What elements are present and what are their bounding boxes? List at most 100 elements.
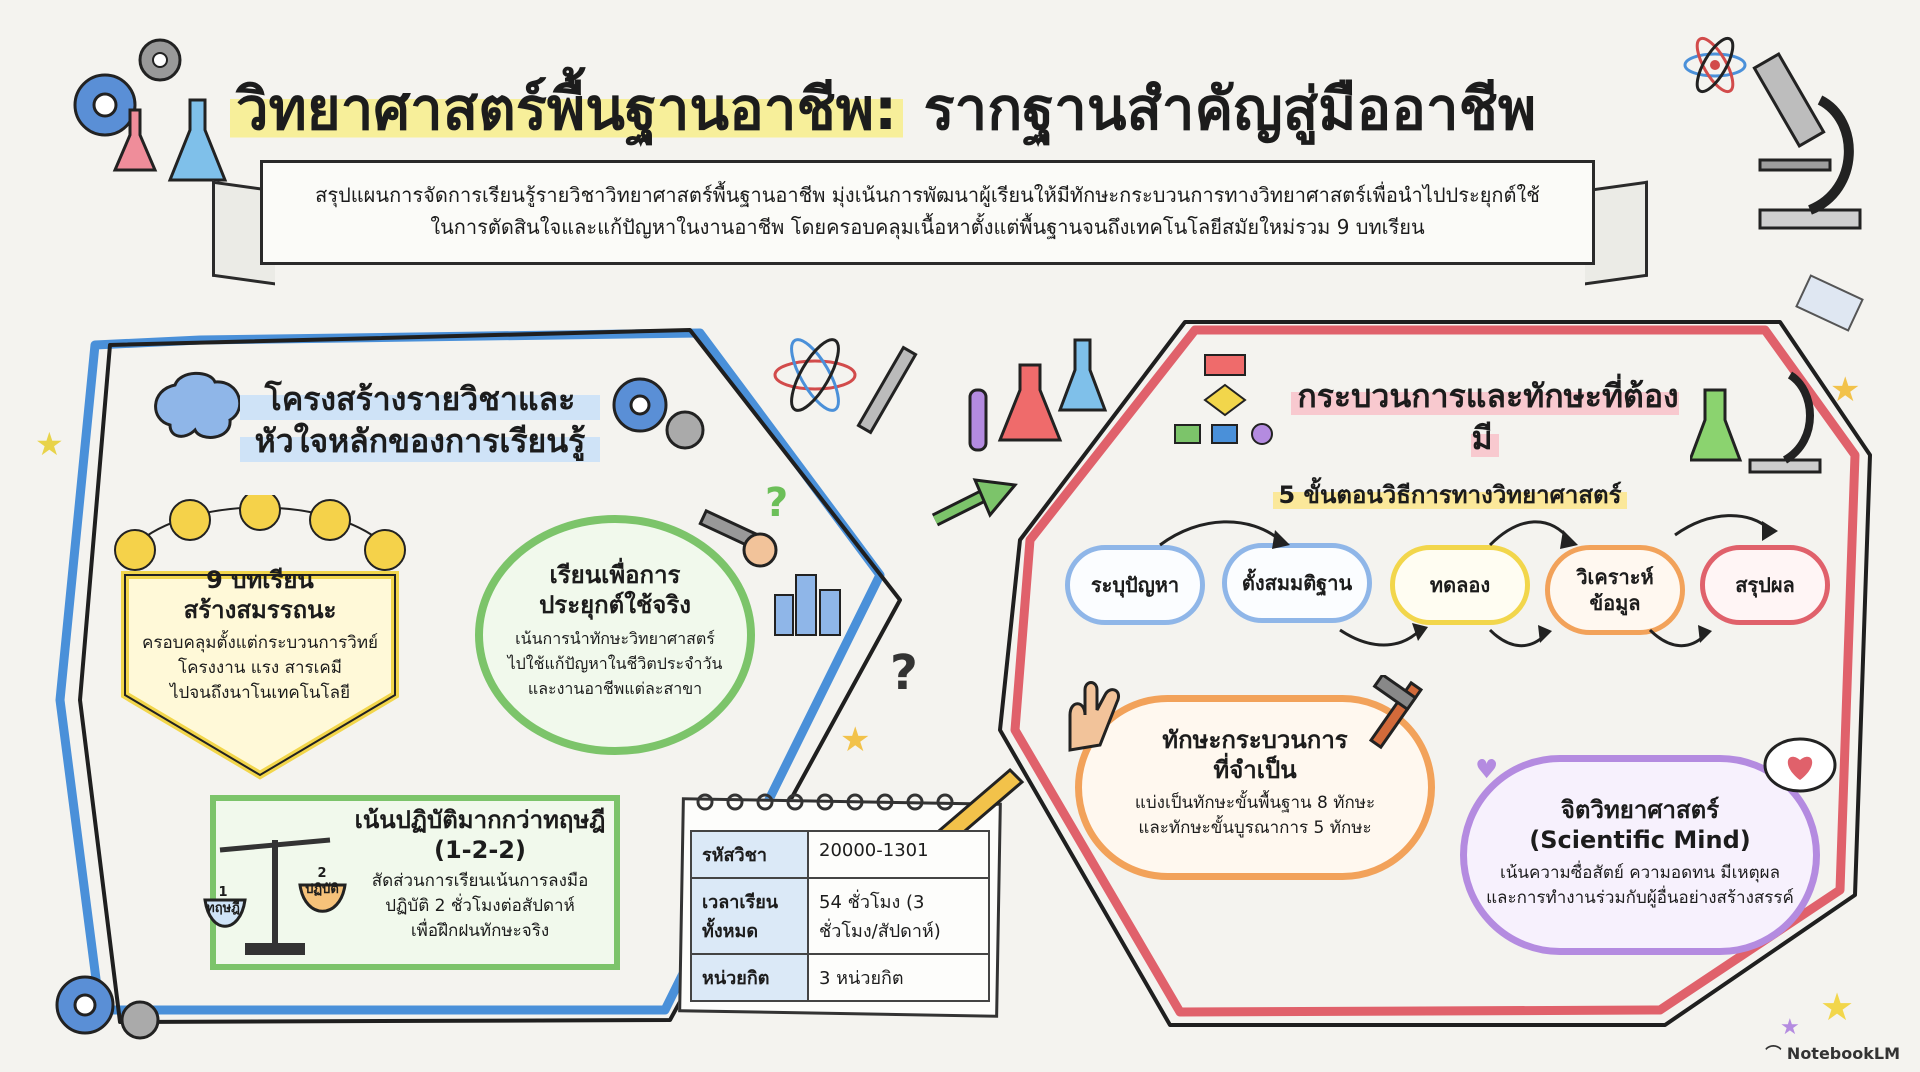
scale-left-label: 1 ทฤษฎี — [203, 885, 243, 917]
star-icon: ★ — [35, 425, 64, 463]
mind-body-2: และการทำงานร่วมกับผู้อื่นอย่างสร้างสรรค์ — [1486, 888, 1794, 908]
apply-body-1: เน้นการนำทักษะวิทยาศาสตร์ — [515, 629, 715, 648]
microscope-icon — [1752, 51, 1862, 230]
star-icon: ★ — [1780, 1015, 1800, 1040]
scale-left-text: ทฤษฎี — [206, 901, 240, 916]
flasks-icon — [112, 98, 228, 182]
skills-body-1: แบ่งเป็นทักษะขั้นพื้นฐาน 8 ทักษะ — [1134, 793, 1376, 813]
mind-card: จิตวิทยาศาสตร์ (Scientific Mind) เน้นควา… — [1475, 795, 1805, 911]
subtitle-line-2: ในการตัดสินใจและแก้ปัญหาในงานอาชีพ โดยคร… — [430, 215, 1425, 239]
practice-body-1: สัดส่วนการเรียนเน้นการลงมือ — [371, 871, 589, 891]
atom-tools-icon — [773, 338, 918, 435]
wrench-hand-icon — [698, 508, 778, 568]
subtitle-banner: สรุปแผนการจัดการเรียนรู้รายวิชาวิทยาศาสต… — [260, 160, 1595, 265]
practice-title-2: (1-2-2) — [434, 836, 526, 864]
right-heading: กระบวนการและทักษะที่ต้องมี — [1285, 375, 1685, 459]
lab-flasks-icon — [968, 338, 1108, 452]
skills-card: ทักษะกระบวนการ ที่จำเป็น แบ่งเป็นทักษะขั… — [1095, 725, 1415, 841]
hand-icon — [1068, 681, 1120, 752]
practice-body-3: เพื่อฝึกฝนทักษะจริง — [410, 921, 550, 941]
lessons-body-1: ครอบคลุมตั้งแต่กระบวนการวิทย์ — [141, 633, 379, 653]
course-hours-key: เวลาเรียนทั้งหมด — [690, 877, 809, 955]
table-row: หน่วยกิต 3 หน่วยกิต — [690, 953, 990, 1002]
skills-cloud — [1075, 695, 1435, 880]
practice-title-1: เน้นปฏิบัติมากกว่าทฤษฎี — [354, 806, 606, 834]
course-code-value: 20000-1301 — [807, 830, 990, 879]
brand-icon: ⌒ — [1765, 1044, 1782, 1063]
left-heading: โครงสร้างรายวิชาและ หัวใจหลักของการเรียน… — [240, 378, 600, 462]
course-hours-value: 54 ชั่วโมง (3 ชั่วโมง/สัปดาห์) — [807, 877, 990, 955]
course-info-table: รหัสวิชา 20000-1301 เวลาเรียนทั้งหมด 54 … — [690, 830, 990, 1002]
star-icon: ★ — [1830, 370, 1861, 410]
apply-body-2: ไปใช้แก้ปัญหาในชีวิตประจำวัน — [507, 654, 723, 673]
mind-title-2: (Scientific Mind) — [1529, 826, 1751, 854]
mind-cloud — [1460, 755, 1820, 955]
step-experiment: ทดลอง — [1390, 545, 1530, 625]
title-rest: รากฐานสำคัญสู่มืออาชีพ — [923, 75, 1537, 143]
apply-circle — [475, 515, 755, 755]
step-hypothesis: ตั้งสมมติฐาน — [1222, 543, 1372, 623]
lessons-title-2: สร้างสมรรถนะ — [183, 596, 337, 624]
gear-icon — [612, 377, 705, 450]
atom-icon — [1683, 36, 1747, 94]
topic-icons-row — [114, 495, 406, 571]
steps-heading-text: 5 ขั้นตอนวิธีการทางวิทยาศาสตร์ — [1272, 481, 1628, 509]
apply-card: เรียนเพื่อการ ประยุกต์ใช้จริง เน้นการนำท… — [495, 560, 735, 701]
city-icon — [774, 574, 841, 636]
star-icon: ★ — [1820, 985, 1855, 1029]
practice-box — [210, 795, 620, 970]
brand-label: ⌒ NotebookLM — [1765, 1040, 1900, 1064]
step-conclude: สรุปผล — [1700, 545, 1830, 625]
lessons-title-1: 9 บทเรียน — [206, 566, 314, 594]
course-credits-key: หน่วยกิต — [690, 953, 809, 1002]
microscope-flask-icon — [1690, 371, 1822, 474]
table-row: รหัสวิชา 20000-1301 — [690, 830, 990, 879]
course-code-key: รหัสวิชา — [690, 830, 809, 879]
skills-title-1: ทักษะกระบวนการ — [1162, 726, 1348, 754]
subtitle-line-1: สรุปแผนการจัดการเรียนรู้รายวิชาวิทยาศาสต… — [315, 183, 1540, 207]
heart-icon: ♥ — [1475, 755, 1499, 785]
question-mark-icon: ? — [765, 480, 789, 526]
apply-title-2: ประยุกต์ใช้จริง — [539, 591, 691, 619]
step-arrows — [1159, 514, 1778, 648]
brand-text: NotebookLM — [1786, 1044, 1900, 1063]
heart-speech-icon — [1763, 737, 1837, 793]
page-title: วิทยาศาสตร์พื้นฐานอาชีพ: รากฐานสำคัญสู่ม… — [230, 62, 1690, 150]
skills-title-2: ที่จำเป็น — [1213, 756, 1297, 784]
skills-body-2: และทักษะขั้นบูรณาการ 5 ทักษะ — [1138, 818, 1372, 838]
course-credits-value: 3 หน่วยกิต — [807, 953, 990, 1002]
steps-heading: 5 ขั้นตอนวิธีการทางวิทยาศาสตร์ — [1255, 475, 1645, 514]
brain-icon — [154, 371, 242, 439]
practice-card: เน้นปฏิบัติมากกว่าทฤษฎี (1-2-2) สัดส่วนก… — [350, 805, 610, 944]
right-heading-text: กระบวนการและทักษะที่ต้องมี — [1291, 377, 1679, 457]
star-icon: ★ — [840, 720, 871, 760]
left-heading-line-2: หัวใจหลักของการเรียนรู้ — [240, 420, 600, 462]
question-mark-icon-2: ? — [890, 645, 918, 701]
pencil-icon — [937, 767, 1025, 840]
left-heading-line-1: โครงสร้างรายวิชาและ — [240, 378, 600, 420]
scale-right-text: ปฏิบัติ — [305, 882, 339, 897]
lessons-shield — [121, 571, 399, 780]
apply-title-1: เรียนเพื่อการ — [549, 561, 681, 589]
table-row: เวลาเรียนทั้งหมด 54 ชั่วโมง (3 ชั่วโมง/ส… — [690, 877, 990, 955]
balance-scale-icon — [203, 837, 347, 955]
mind-title-1: จิตวิทยาศาสตร์ — [1560, 796, 1720, 824]
gears-icon — [55, 975, 160, 1040]
notebook-rings — [696, 793, 954, 811]
lessons-body-3: ไปจนถึงนาโนเทคโนโลยี — [169, 683, 351, 703]
tools-icon — [1368, 675, 1424, 750]
mind-body-1: เน้นความซื่อสัตย์ ความอดทน มีเหตุผล — [1499, 863, 1781, 883]
scale-right-num: 2 — [317, 866, 327, 881]
apply-body-3: และงานอาชีพแต่ละสาขา — [527, 679, 703, 698]
scale-right-label: 2 ปฏิบัติ — [298, 866, 346, 898]
gears-icon — [73, 38, 182, 137]
scale-left-num: 1 — [218, 885, 228, 900]
flowchart-icon — [1174, 354, 1273, 445]
lessons-body-2: โครงงาน แรง สารเคมี — [177, 658, 343, 678]
practice-body-2: ปฏิบัติ 2 ชั่วโมงต่อสัปดาห์ — [385, 896, 575, 916]
step-identify-problem: ระบุปัญหา — [1065, 545, 1205, 625]
lessons-card: 9 บทเรียน สร้างสมรรถนะ ครอบคลุมตั้งแต่กร… — [130, 565, 390, 706]
title-highlight: วิทยาศาสตร์พื้นฐานอาชีพ: — [230, 75, 904, 143]
step-analyze: วิเคราะห์ข้อมูล — [1545, 545, 1685, 635]
